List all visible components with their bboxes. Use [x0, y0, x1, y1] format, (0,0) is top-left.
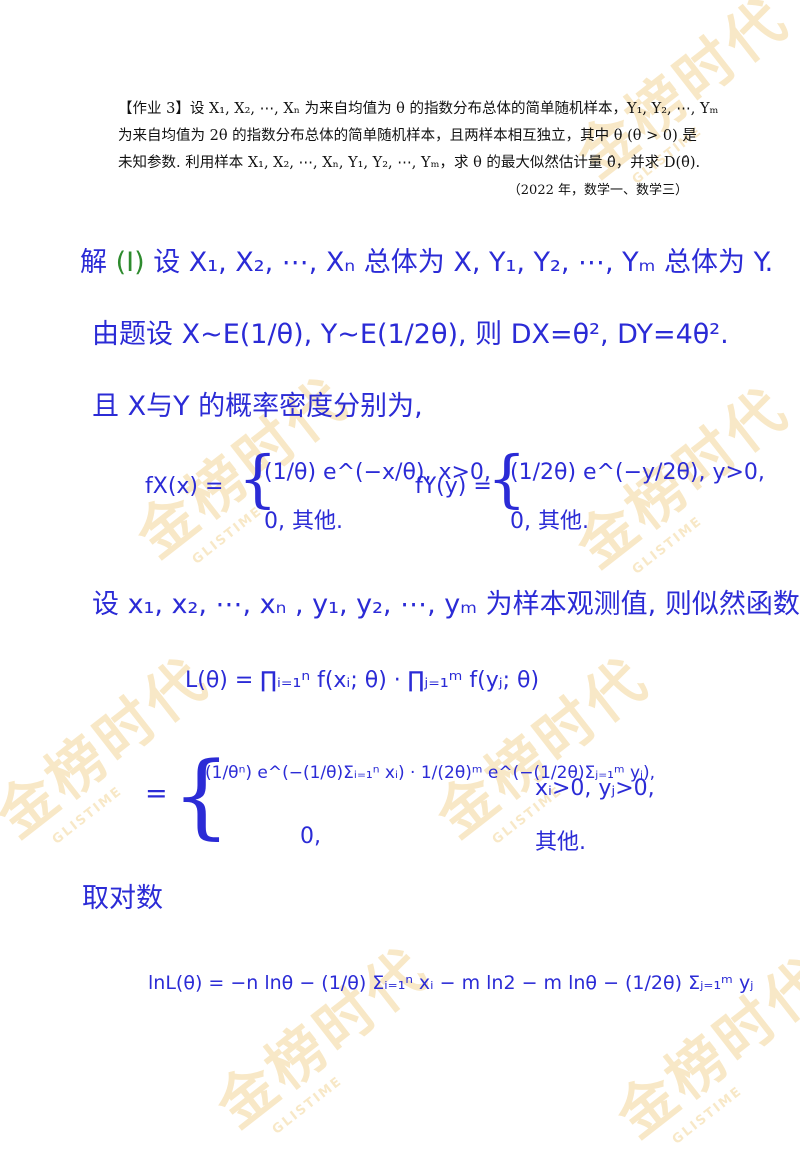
brace: { [238, 442, 278, 515]
solution-line-3: 且 X与Y 的概率密度分别为, [92, 391, 423, 422]
problem-line: 未知参数. 利用样本 X₁, X₂, ⋯, Xₙ, Y₁, Y₂, ⋯, Yₘ，… [118, 155, 701, 171]
problem-line: 为来自均值为 2θ 的指数分布总体的简单随机样本，且两样本相互独立，其中 θ (… [118, 128, 697, 144]
log-likelihood: lnL(θ) = −n lnθ − (1/θ) Σᵢ₌₁ⁿ xᵢ − m ln2… [148, 972, 754, 994]
fx-case-1: (1/θ) e^(−x/θ), x>0, [264, 460, 491, 485]
problem-source: （2022 年，数学一、数学三） [507, 183, 688, 198]
brace: { [172, 742, 231, 849]
solution-line-4: 设 x₁, x₂, ⋯, xₙ , y₁, y₂, ⋯, yₘ 为样本观测值, … [92, 589, 800, 620]
fy-case-2: 0, 其他. [510, 509, 589, 534]
fy-lhs: fY(y) = [415, 474, 492, 499]
likelihood-case-2-cond: 其他. [535, 830, 586, 855]
solution-line-1: 解 (I) 设 X₁, X₂, ⋯, Xₙ 总体为 X, Y₁, Y₂, ⋯, … [80, 247, 774, 278]
likelihood-case-1-cond: xᵢ>0, yⱼ>0, [535, 776, 655, 801]
likelihood-case-2: 0, [300, 824, 321, 849]
fx-lhs: fX(x) = [145, 474, 224, 499]
solution-line-5: 取对数 [82, 883, 163, 914]
problem-statement: 【作业 3】设 X₁, X₂, ⋯, Xₙ 为来自均值为 θ 的指数分布总体的简… [118, 96, 719, 204]
likelihood: L(θ) = ∏ᵢ₌₁ⁿ f(xᵢ; θ) · ∏ⱼ₌₁ᵐ f(yⱼ; θ) [185, 668, 540, 693]
brace: { [487, 442, 527, 515]
fx-case-2: 0, 其他. [264, 509, 343, 534]
equals-sign: = [145, 778, 168, 809]
part-marker: (I) [115, 247, 145, 278]
problem-line: 【作业 3】设 X₁, X₂, ⋯, Xₙ 为来自均值为 θ 的指数分布总体的简… [118, 101, 719, 117]
likelihood-case-1: (1/θⁿ) e^(−(1/θ)Σᵢ₌₁ⁿ xᵢ) · 1/(2θ)ᵐ e^(−… [205, 763, 656, 783]
solution-label: 解 [80, 247, 107, 278]
fy-case-1: (1/2θ) e^(−y/2θ), y>0, [510, 460, 765, 485]
solution-line-2: 由题设 X~E(1/θ), Y~E(1/2θ), 则 DX=θ², DY=4θ²… [92, 319, 729, 350]
